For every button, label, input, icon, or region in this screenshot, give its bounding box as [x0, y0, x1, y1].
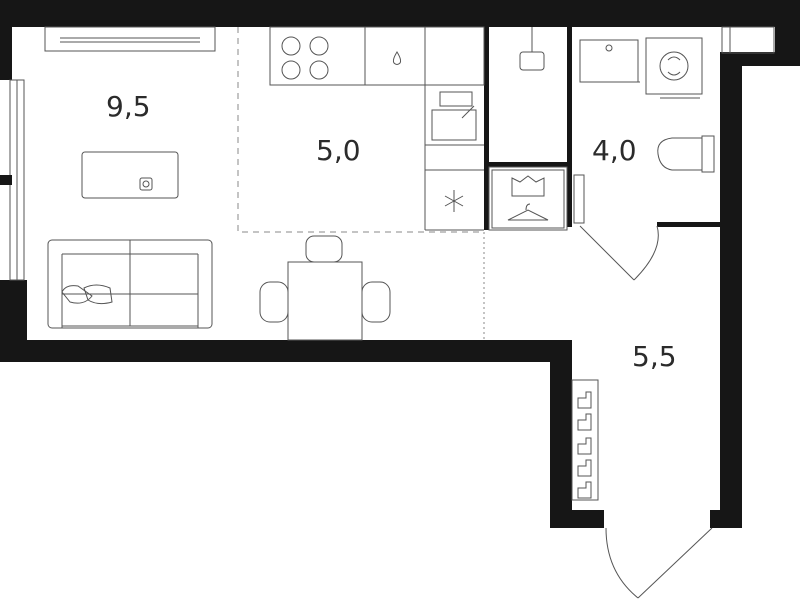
- wall-hall-left: [550, 340, 572, 528]
- partition-closet-right: [567, 27, 572, 227]
- partition-closet: [484, 162, 569, 167]
- partition-bath-bottom: [657, 222, 720, 227]
- kitchen-counter: [269, 26, 485, 231]
- shoes-icon: [577, 391, 592, 499]
- partition-bath-left: [484, 27, 489, 230]
- wall-top-right: [775, 0, 800, 60]
- shower-icon: [519, 27, 545, 71]
- folded-shirt-icon: [511, 175, 545, 197]
- sofa: [47, 239, 213, 329]
- tv-unit: [44, 26, 216, 52]
- bathroom-sink-icon: [579, 39, 640, 83]
- wall-right: [720, 60, 742, 528]
- bathroom-door: [579, 225, 659, 281]
- water-drop-icon: [392, 51, 402, 65]
- cushion-icon: [61, 284, 113, 305]
- snowflake-icon: [444, 190, 464, 212]
- entrance-door: [605, 527, 713, 599]
- hanger-icon: [507, 203, 549, 221]
- kitchen-sink-icon: [431, 91, 477, 141]
- wardrobe: [488, 166, 568, 231]
- washing-machine-icon: [645, 37, 703, 95]
- area-label-bathroom: 4,0: [592, 134, 637, 167]
- wall-top: [0, 0, 800, 27]
- window-left: [0, 79, 25, 281]
- coffee-table: [81, 151, 179, 199]
- towel-rail: [573, 174, 585, 224]
- wall-left-upper: [0, 0, 12, 80]
- stove-icon: [281, 36, 329, 80]
- toilet-icon: [657, 135, 715, 173]
- area-label-hallway: 5,5: [632, 340, 677, 373]
- wall-bottom-living: [0, 340, 572, 362]
- area-label-living: 9,5: [106, 90, 151, 123]
- walls: [0, 0, 800, 528]
- window-top-right: [721, 26, 775, 54]
- dining-table: [259, 235, 391, 341]
- area-label-kitchen: 5,0: [316, 134, 361, 167]
- kitchen-zone-boundary: [237, 27, 484, 233]
- wall-right-bottom: [710, 510, 742, 528]
- shoe-rack: [571, 379, 599, 501]
- wall-hall-bottom-left: [550, 510, 604, 528]
